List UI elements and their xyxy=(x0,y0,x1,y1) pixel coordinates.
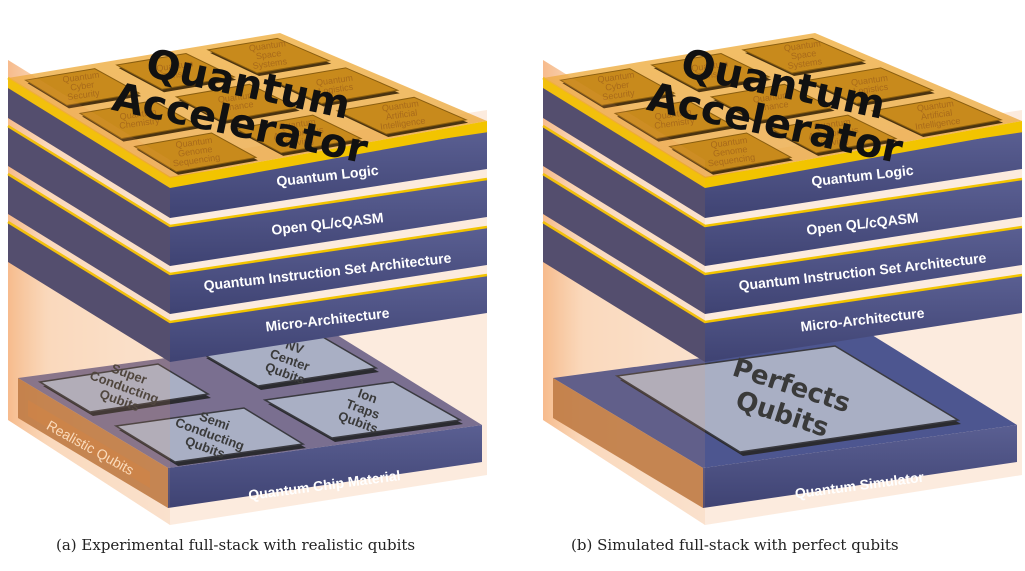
app-tile xyxy=(24,68,141,106)
app-tile-label-line: Finance xyxy=(221,99,254,113)
layer-front-face xyxy=(170,227,487,314)
layer-gold-edge xyxy=(7,220,488,324)
app-tile xyxy=(78,100,200,140)
perfect-qubits-tile xyxy=(614,345,961,453)
app-tile-label-line: Systems xyxy=(252,56,288,71)
app-tile xyxy=(234,114,363,154)
app-tile-label-line: Driving xyxy=(285,135,314,149)
app-tile-label-line: Space xyxy=(790,48,817,61)
app-tile-label-line: Space xyxy=(255,48,282,61)
app-tile-label-line: Security xyxy=(602,88,636,102)
app-tile-label-line: Driving xyxy=(820,135,849,149)
layer-gold-edge xyxy=(542,220,1023,324)
app-tile xyxy=(335,96,468,135)
layer-gold-edge xyxy=(7,124,488,228)
app-tile-label-line: Artificial xyxy=(920,108,953,122)
layer-front-face xyxy=(705,227,1022,314)
app-tile-label-line: Logistics xyxy=(853,82,890,97)
qubit-tile xyxy=(262,381,463,439)
app-tile-label-line: Systems xyxy=(787,56,823,71)
app-tile xyxy=(769,114,898,154)
base-front-face xyxy=(168,425,482,508)
layer-front-face xyxy=(170,275,487,362)
app-tile xyxy=(870,96,1003,135)
layer-left-face xyxy=(543,222,705,362)
app-tile-label-line: Sensor xyxy=(161,68,191,82)
layer-left-face xyxy=(8,222,170,362)
app-tile-label-line: Artificial xyxy=(385,108,418,122)
app-tile-label-line: Genome xyxy=(177,144,213,159)
app-tile xyxy=(805,67,935,105)
app-tile-label-line: Cyber xyxy=(605,79,630,92)
caption-left: (a) Experimental full-stack with realist… xyxy=(56,536,416,554)
right-stack-diagram: Quantum SimulatorPerfectsQubitsMicro-Arc… xyxy=(542,33,1023,525)
app-tile-label-line: Genome xyxy=(712,144,748,159)
layer-front-face xyxy=(170,179,487,266)
glass-overlay xyxy=(543,60,705,525)
layer-left-face xyxy=(8,174,170,314)
app-tile xyxy=(668,132,793,173)
layer-gold-edge xyxy=(7,172,488,276)
layer-gold-edge xyxy=(542,172,1023,276)
app-tile xyxy=(709,83,835,122)
app-tile-label-line: Sensor xyxy=(696,68,726,82)
accelerator-edge xyxy=(543,78,705,188)
accelerator-edge-front xyxy=(170,121,487,188)
app-tile-label-line: Cyber xyxy=(70,79,95,92)
app-tile xyxy=(270,67,400,105)
app-tile xyxy=(559,68,676,106)
app-tile xyxy=(174,83,300,122)
layer-front-face xyxy=(705,275,1022,362)
qubit-tile xyxy=(37,363,211,413)
base-left-face xyxy=(553,378,703,508)
left-stack-diagram: Quantum Chip MaterialSuperConductingQubi… xyxy=(7,33,488,525)
layer-front-face xyxy=(170,131,487,218)
base-front-face xyxy=(703,425,1017,508)
app-tile-label-line: Finance xyxy=(756,99,789,113)
accelerator-edge-front xyxy=(705,121,1022,188)
app-tile xyxy=(613,100,735,140)
layer-front-face xyxy=(705,179,1022,266)
glass-overlay xyxy=(8,60,170,525)
app-tile xyxy=(741,37,867,74)
layer-left-face xyxy=(543,174,705,314)
layer-gold-edge xyxy=(542,124,1023,228)
app-tile xyxy=(650,52,771,90)
app-tile xyxy=(206,37,332,74)
accelerator-edge xyxy=(8,78,170,188)
app-tile-label-line: Logistics xyxy=(318,82,355,97)
realistic-tag xyxy=(28,400,150,488)
qubit-tile xyxy=(113,407,306,463)
qubit-tile-label-line: Ion xyxy=(356,385,380,406)
layer-front-face xyxy=(705,131,1022,218)
app-tile-label-line: Security xyxy=(67,88,101,102)
app-tile xyxy=(115,52,236,90)
caption-right: (b) Simulated full-stack with perfect qu… xyxy=(571,536,899,554)
app-tile xyxy=(133,132,258,173)
layer-left-face xyxy=(543,126,705,266)
layer-left-face xyxy=(8,126,170,266)
